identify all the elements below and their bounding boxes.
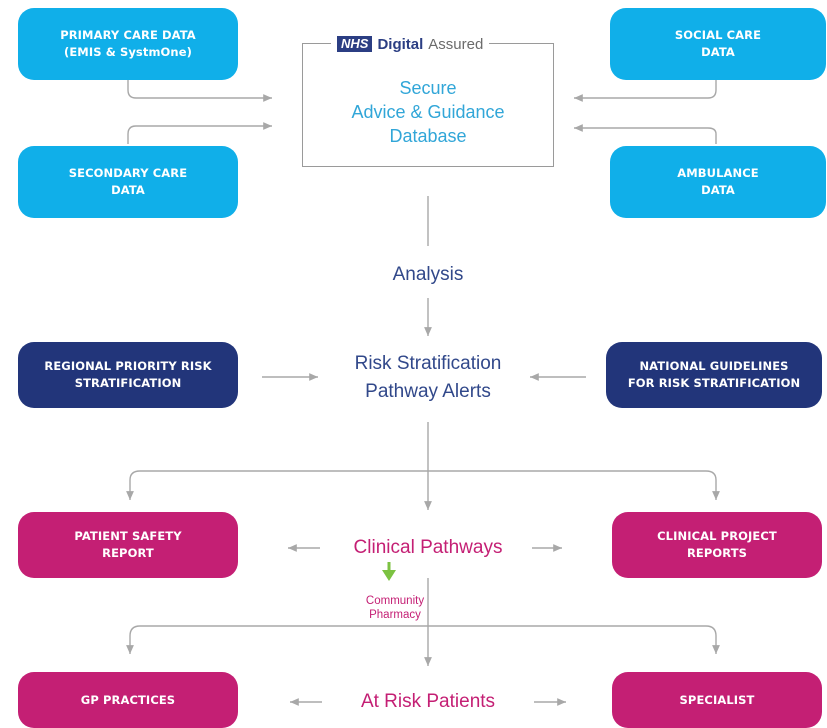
regional-priority-risk-box: REGIONAL PRIORITY RISK STRATIFICATION	[18, 342, 238, 408]
arrow-ambulance-to-db	[574, 124, 717, 144]
arrow-secondary-to-db	[127, 122, 272, 144]
primary-care-data-box: PRIMARY CARE DATA (EMIS & SystmOne)	[18, 8, 238, 80]
arrow-primary-to-db	[127, 80, 272, 102]
specialist-box: SPECIALIST	[612, 672, 822, 728]
national-line-1: NATIONAL GUIDELINES	[639, 359, 789, 373]
project-reports-line-2: REPORTS	[686, 546, 748, 560]
primary-care-line-2: (EMIS & SystmOne)	[64, 45, 192, 59]
analysis-label: Analysis	[392, 264, 464, 285]
national-guidelines-box: NATIONAL GUIDELINES FOR RISK STRATIFICAT…	[606, 342, 822, 408]
ambulance-data-box: AMBULANCE DATA	[610, 146, 826, 218]
db-line-database: Database	[389, 126, 467, 146]
regional-line-2: STRATIFICATION	[74, 376, 182, 390]
assured-text: Assured	[428, 35, 484, 53]
arrow-branch-specialist	[428, 625, 720, 654]
secondary-care-data-box: SECONDARY CARE DATA	[18, 146, 238, 218]
community-pharmacy-label: Community Pharmacy	[350, 594, 440, 622]
secondary-care-line-1: SECONDARY CARE	[68, 166, 188, 180]
db-line-secure: Secure	[399, 78, 457, 98]
patient-safety-line-1: PATIENT SAFETY	[74, 529, 182, 543]
gp-practices-text: GP PRACTICES	[80, 692, 176, 707]
ambulance-line-2: DATA	[701, 183, 735, 197]
clinical-pathways-label: Clinical Pathways	[353, 537, 503, 558]
db-line-advice-guidance: Advice & Guidance	[351, 102, 505, 122]
community-line-1: Community	[365, 595, 425, 607]
risk-stratification-label: Risk Stratification	[354, 353, 502, 374]
regional-line-1: REGIONAL PRIORITY RISK	[44, 359, 212, 373]
national-line-2: FOR RISK STRATIFICATION	[627, 376, 801, 390]
clinical-project-reports-box: CLINICAL PROJECT REPORTS	[612, 512, 822, 578]
ambulance-line-1: AMBULANCE	[677, 166, 759, 180]
digital-text: Digital	[377, 35, 424, 53]
secondary-care-line-2: DATA	[111, 183, 145, 197]
community-line-2: Pharmacy	[369, 609, 421, 621]
at-risk-patients-label: At Risk Patients	[360, 691, 496, 712]
primary-care-line-1: PRIMARY CARE DATA	[60, 28, 196, 42]
arrow-branch-patient-safety	[126, 470, 428, 500]
nhs-logo-icon: NHS	[337, 36, 373, 52]
patient-safety-report-box: PATIENT SAFETY REPORT	[18, 512, 238, 578]
nhs-digital-assured-header: NHS Digital Assured	[331, 34, 490, 54]
green-arrow-community-pharmacy	[382, 562, 396, 581]
pathway-alerts-label: Pathway Alerts	[365, 381, 491, 402]
patient-safety-line-2: REPORT	[102, 546, 154, 560]
arrow-branch-project-reports	[428, 470, 720, 500]
project-reports-line-1: CLINICAL PROJECT	[657, 529, 777, 543]
social-care-line-2: DATA	[701, 45, 735, 59]
social-care-data-box: SOCIAL CARE DATA	[610, 8, 826, 80]
specialist-text: SPECIALIST	[679, 692, 755, 707]
gp-practices-box: GP PRACTICES	[18, 672, 238, 728]
arrow-social-to-db	[574, 80, 717, 102]
arrow-branch-gp	[126, 625, 428, 654]
social-care-line-1: SOCIAL CARE	[674, 28, 762, 42]
